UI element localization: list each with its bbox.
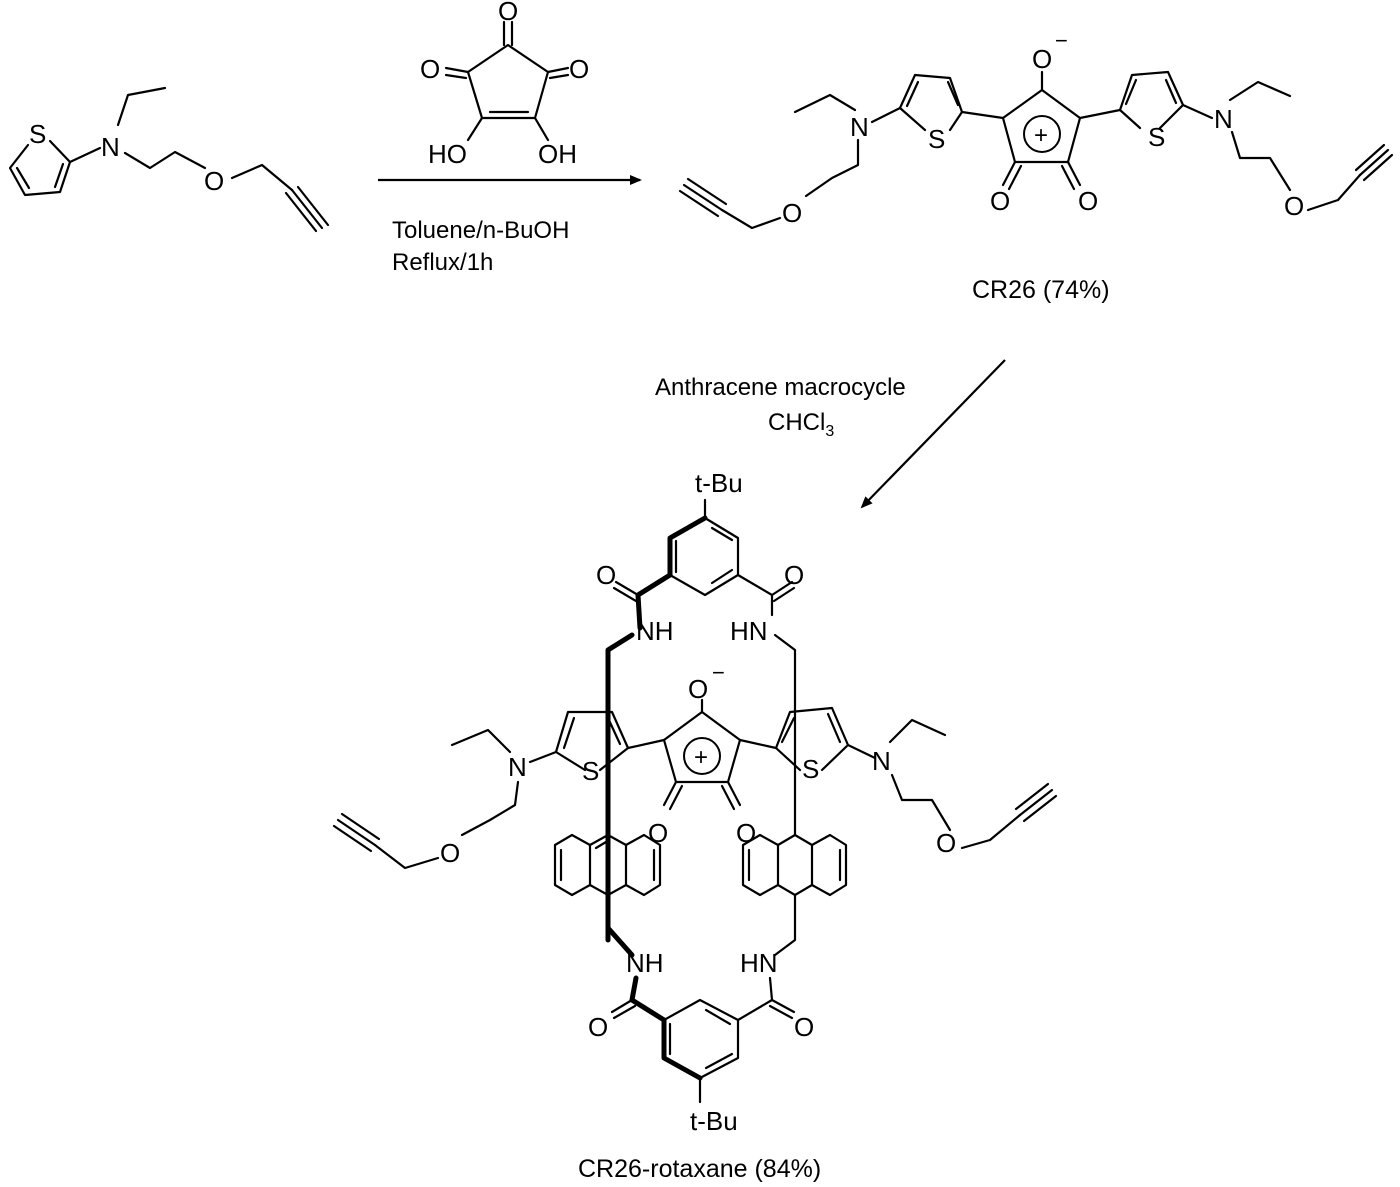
croconic-acid-reagent: O O O HO OH [420,0,589,169]
anion-charge: − [1055,28,1068,53]
oxygen-atom: O [1032,44,1052,74]
amide-nh-top-left: NH [636,616,674,646]
oxygen-atom: O [420,54,440,84]
oxygen-atom: O [498,0,518,26]
rotaxane-structure: t-Bu O NH O HN + O − O O [332,468,1058,1136]
oxygen-atom: O [596,560,616,590]
nitrogen-atom: N [1214,104,1233,134]
condition-time: Reflux/1h [392,249,493,276]
tert-butyl-top: t-Bu [695,468,743,498]
starting-thiophene-amine: S N O [8,86,330,233]
oxygen-atom: O [1078,186,1098,216]
hydroxyl-right: OH [538,139,577,169]
cation-charge: + [694,744,708,771]
oxygen-atom: O [569,54,589,84]
sulfur-atom: S [29,119,46,149]
tert-butyl-bottom: t-Bu [690,1106,738,1136]
oxygen-atom: O [204,166,224,196]
condition-solvent-2: CHCl3 [768,409,834,440]
oxygen-atom: O [784,560,804,590]
rotaxane-label: CR26-rotaxane (84%) [578,1155,821,1183]
oxygen-atom: O [440,838,460,868]
oxygen-atom: O [782,198,802,228]
oxygen-atom: O [990,186,1010,216]
cr26-structure: + O − O O S N O S N O [678,28,1394,230]
nitrogen-atom: N [850,112,869,142]
sulfur-atom: S [928,124,945,154]
hydroxyl-left: HO [428,139,467,169]
cr26-label: CR26 (74%) [972,276,1110,304]
oxygen-atom: O [588,1012,608,1042]
oxygen-atom: O [794,1012,814,1042]
nitrogen-atom: N [508,752,527,782]
oxygen-atom: O [688,674,708,704]
sulfur-atom: S [582,756,599,786]
oxygen-atom: O [936,828,956,858]
condition-solvent: Toluene/n-BuOH [392,217,569,244]
anion-charge: − [712,660,725,685]
amide-hn-bottom-right: HN [740,948,778,978]
cation-charge: + [1034,122,1048,149]
amide-hn-top-right: HN [730,616,768,646]
sulfur-atom: S [802,754,819,784]
nitrogen-atom: N [101,132,120,162]
sulfur-atom: S [1148,122,1165,152]
condition-reagent: Anthracene macrocycle [655,374,906,401]
reaction-arrow-2 [860,359,1006,509]
oxygen-atom: O [1284,191,1304,221]
amide-nh-bottom-left: NH [626,948,664,978]
nitrogen-atom: N [872,746,891,776]
